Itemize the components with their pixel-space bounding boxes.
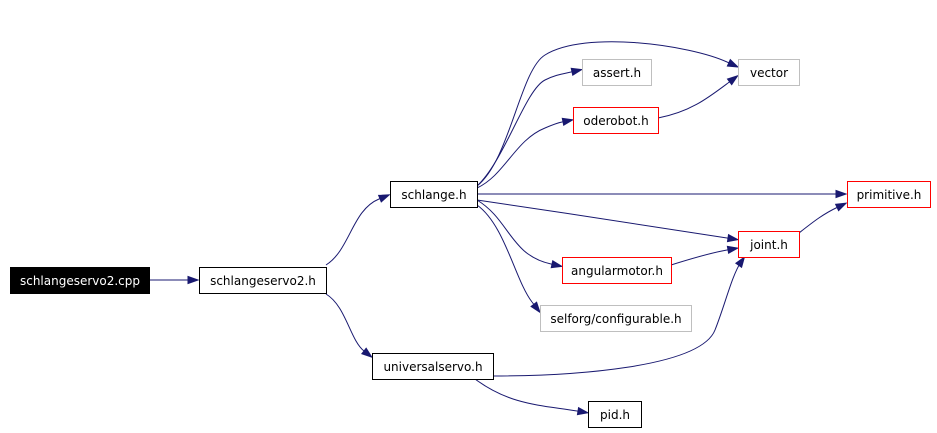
- node-assert_h[interactable]: assert.h: [582, 59, 652, 86]
- arrowhead: [726, 58, 740, 68]
- arrowhead: [576, 406, 590, 416]
- node-label: vector: [750, 66, 788, 80]
- node-pid_h[interactable]: pid.h: [588, 401, 642, 428]
- arrowhead: [561, 117, 575, 127]
- node-label: universalservo.h: [383, 360, 482, 374]
- edge-schlange_h-to-oderobot_h: [476, 117, 575, 189]
- edge-schlange_h-to-primitive_h: [476, 189, 848, 199]
- node-label: pid.h: [600, 408, 630, 422]
- arrowhead: [550, 260, 564, 269]
- node-label: primitive.h: [857, 188, 922, 202]
- arrowhead: [530, 301, 541, 314]
- node-selforg_configurable_h[interactable]: selforg/configurable.h: [540, 305, 692, 332]
- node-schlangeservo2_h[interactable]: schlangeservo2.h: [199, 267, 327, 294]
- edge-line: [670, 249, 728, 266]
- node-box[interactable]: [847, 181, 931, 208]
- arrowhead: [361, 347, 374, 359]
- node-box[interactable]: [540, 305, 692, 332]
- node-joint_h[interactable]: joint.h: [738, 231, 800, 258]
- arrowhead: [726, 233, 740, 243]
- edge-line: [657, 82, 729, 119]
- node-box[interactable]: [573, 107, 659, 134]
- node-label: schlangeservo2.h: [210, 274, 316, 288]
- edge-line: [325, 293, 365, 352]
- node-label: selforg/configurable.h: [550, 312, 681, 326]
- edge-schlange_h-to-joint_h: [476, 199, 740, 243]
- edge-line: [492, 261, 742, 377]
- edge-schlangeservo2_cpp-to-schlangeservo2_h: [149, 275, 200, 285]
- node-box[interactable]: [582, 59, 652, 86]
- edge-schlangeservo2_h-to-schlange_h: [325, 194, 391, 266]
- node-primitive_h[interactable]: primitive.h: [847, 181, 931, 208]
- node-box[interactable]: [10, 267, 150, 294]
- node-label: angularmotor.h: [571, 264, 663, 278]
- node-angularmotor_h[interactable]: angularmotor.h: [562, 257, 672, 284]
- arrowhead: [726, 245, 740, 255]
- edge-line: [476, 71, 572, 187]
- node-schlange_h[interactable]: schlange.h: [390, 181, 478, 208]
- node-box[interactable]: [372, 353, 494, 380]
- node-label: oderobot.h: [583, 114, 648, 128]
- edge-schlange_h-to-assert_h: [476, 67, 584, 187]
- edge-universalservo_h-to-joint_h: [492, 255, 746, 377]
- edge-schlange_h-to-vector: [476, 41, 740, 187]
- node-box[interactable]: [562, 257, 672, 284]
- node-universalservo_h[interactable]: universalservo.h: [372, 353, 494, 380]
- edge-universalservo_h-to-pid_h: [474, 378, 590, 416]
- edge-line: [325, 198, 380, 266]
- arrowhead: [835, 189, 848, 199]
- edge-line: [476, 41, 728, 187]
- arrowhead: [187, 275, 200, 285]
- edge-line: [476, 199, 728, 239]
- arrowhead: [734, 255, 746, 269]
- node-vector[interactable]: vector: [738, 59, 800, 86]
- edge-joint_h-to-primitive_h: [798, 202, 848, 234]
- node-box[interactable]: [390, 181, 478, 208]
- node-schlangeservo2_cpp[interactable]: schlangeservo2.cpp: [10, 267, 150, 294]
- edge-line: [798, 206, 839, 234]
- node-box[interactable]: [199, 267, 327, 294]
- arrowhead: [377, 194, 391, 203]
- edge-line: [476, 121, 563, 189]
- edge-schlange_h-to-selforg_configurable_h: [476, 204, 541, 314]
- edge-oderobot_h-to-vector: [657, 74, 739, 119]
- node-label: assert.h: [593, 66, 641, 80]
- edge-line: [474, 378, 578, 412]
- edge-line: [476, 199, 552, 265]
- edge-line-tail: [531, 301, 535, 305]
- edge-angularmotor_h-to-joint_h: [670, 245, 740, 266]
- nodes-layer: schlangeservo2.cpp schlangeservo2.h schlan…: [10, 59, 931, 428]
- node-label: schlange.h: [401, 188, 466, 202]
- node-box[interactable]: [588, 401, 642, 428]
- edge-schlange_h-to-angularmotor_h: [476, 199, 564, 269]
- edges-layer: [149, 41, 848, 416]
- node-box[interactable]: [738, 231, 800, 258]
- node-label: schlangeservo2.cpp: [20, 274, 140, 288]
- node-oderobot_h[interactable]: oderobot.h: [573, 107, 659, 134]
- node-box[interactable]: [738, 59, 800, 86]
- edge-schlangeservo2_h-to-universalservo_h: [325, 293, 374, 359]
- arrowhead: [834, 202, 848, 212]
- arrowhead: [726, 74, 739, 86]
- edge-line: [476, 204, 533, 303]
- arrowhead: [570, 67, 584, 76]
- node-label: joint.h: [749, 238, 788, 252]
